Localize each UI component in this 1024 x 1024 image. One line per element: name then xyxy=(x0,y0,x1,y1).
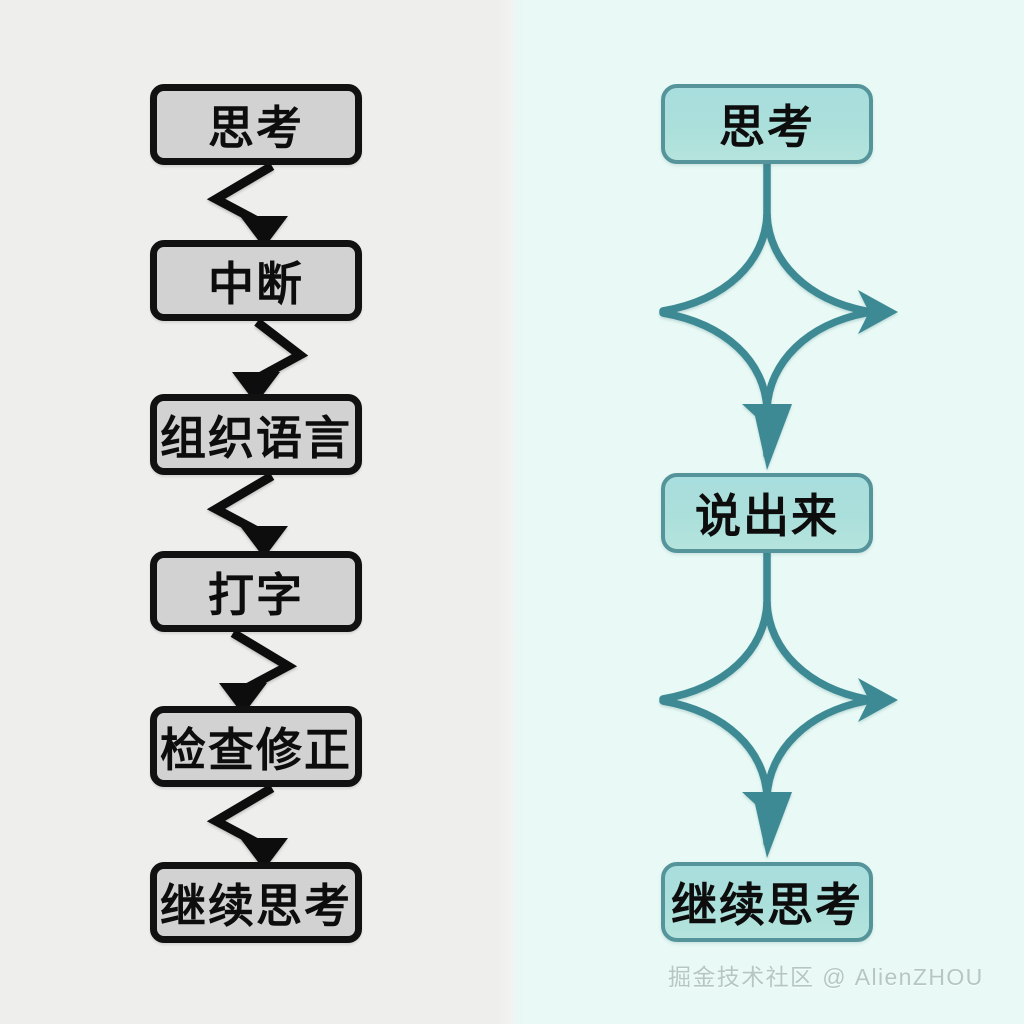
left-node-interrupt-label: 中断 xyxy=(208,257,304,310)
sparkle-arrowhead-down-2 xyxy=(742,792,792,858)
zigzag-arrowhead-3 xyxy=(240,526,288,558)
left-node-think[interactable]: 思考 xyxy=(150,84,362,165)
sparkle-connector-think-to-speak xyxy=(659,160,870,459)
zigzag-arrowhead-5 xyxy=(240,838,288,870)
zigzag-arrowhead-2 xyxy=(232,372,280,404)
sparkle-arrowhead-right-1 xyxy=(858,290,898,334)
right-node-continue-thinking[interactable]: 继续思考 xyxy=(661,862,873,942)
watermark-credit: 掘金技术社区 @ AlienZHOU xyxy=(668,964,984,990)
left-node-continue-thinking[interactable]: 继续思考 xyxy=(150,862,362,943)
left-node-think-label: 思考 xyxy=(208,101,304,154)
left-node-organize-language[interactable]: 组织语言 xyxy=(150,394,362,475)
sparkle-arrowhead-right-2 xyxy=(858,678,898,722)
right-node-speak-out-label: 说出来 xyxy=(695,490,839,542)
right-node-think-label: 思考 xyxy=(719,101,815,153)
sparkle-connector-speak-to-continue xyxy=(659,549,870,847)
left-node-type-label: 打字 xyxy=(208,568,304,621)
zigzag-arrowhead-1 xyxy=(240,216,288,248)
panel-divider xyxy=(496,0,528,1024)
sparkle-arrowhead-down-1 xyxy=(742,404,792,470)
left-node-review-correct-label: 检查修正 xyxy=(160,723,352,776)
left-node-interrupt[interactable]: 中断 xyxy=(150,240,362,321)
left-node-review-correct[interactable]: 检查修正 xyxy=(150,706,362,787)
right-node-speak-out[interactable]: 说出来 xyxy=(661,473,873,553)
right-node-think[interactable]: 思考 xyxy=(661,84,873,164)
left-node-continue-thinking-label: 继续思考 xyxy=(160,879,352,932)
left-node-organize-language-label: 组织语言 xyxy=(160,411,352,464)
zigzag-arrowhead-4 xyxy=(219,683,267,715)
left-node-type[interactable]: 打字 xyxy=(150,551,362,632)
right-node-continue-thinking-label: 继续思考 xyxy=(671,879,863,931)
